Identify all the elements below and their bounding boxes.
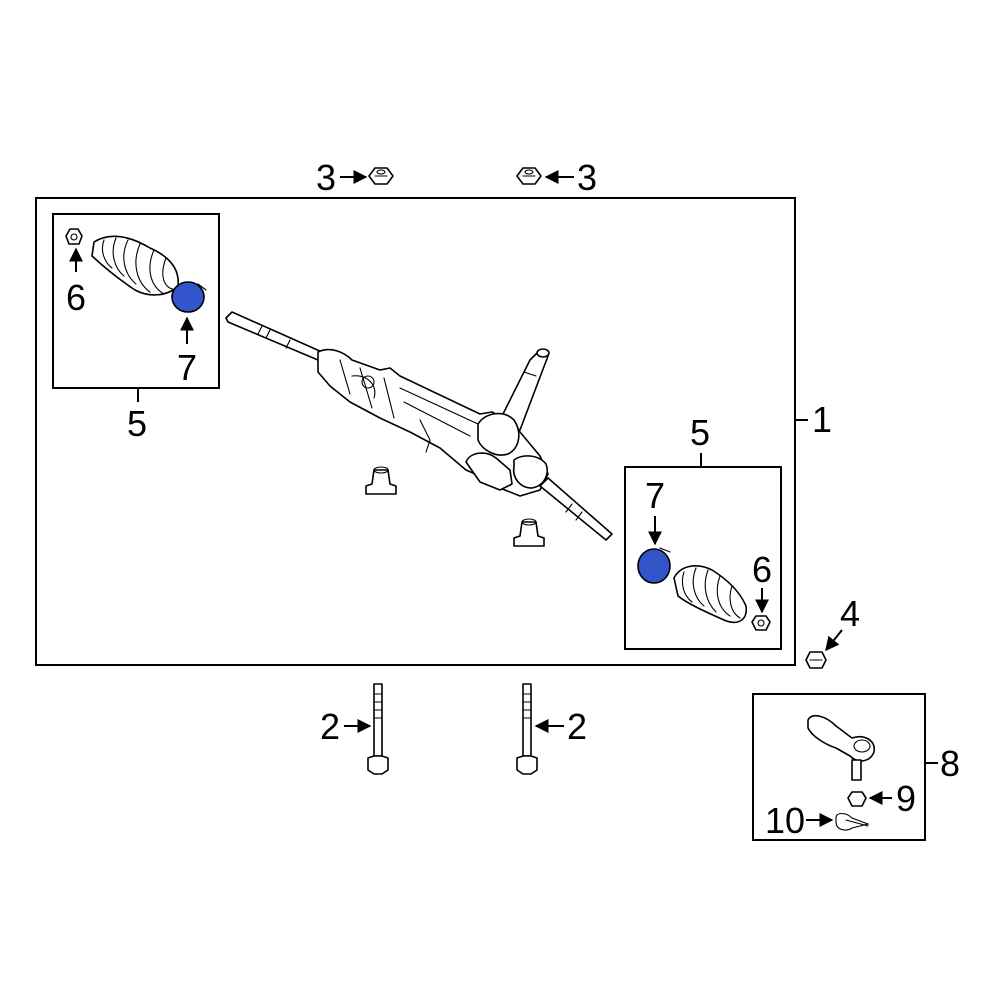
callout-3-left[interactable]: 3: [316, 157, 336, 198]
boot-seal-right[interactable]: [637, 547, 671, 584]
mount-bushing-left[interactable]: [365, 466, 397, 495]
steering-rack[interactable]: [225, 311, 613, 541]
tie-rod-end-nut[interactable]: [805, 651, 827, 669]
boot-kit-right-frame: [624, 466, 782, 650]
rack-boot-right[interactable]: [673, 565, 748, 624]
callout-7-right[interactable]: 7: [645, 475, 665, 516]
callout-8[interactable]: 8: [940, 743, 960, 784]
castle-nut[interactable]: [847, 791, 867, 807]
boot-clamp-right[interactable]: [751, 615, 771, 631]
tie-rod-end[interactable]: [807, 714, 875, 781]
mounting-bolt-left[interactable]: [367, 683, 389, 775]
tie-rod-end-frame: [752, 693, 926, 841]
mounting-nut-left[interactable]: [368, 167, 394, 185]
boot-seal-left[interactable]: [171, 281, 207, 313]
boot-kit-left-frame: [52, 213, 220, 389]
callout-6-left[interactable]: 6: [66, 277, 86, 318]
rack-boot-left[interactable]: [91, 235, 179, 296]
cotter-pin[interactable]: [835, 812, 870, 831]
callout-4[interactable]: 4: [840, 593, 860, 634]
mounting-nut-right[interactable]: [516, 167, 542, 185]
callout-5-left[interactable]: 5: [127, 403, 147, 444]
callout-2-left[interactable]: 2: [320, 706, 340, 747]
callout-3-right[interactable]: 3: [577, 157, 597, 198]
callout-7-left[interactable]: 7: [177, 347, 197, 388]
boot-clamp-left[interactable]: [65, 228, 83, 245]
mount-bushing-right[interactable]: [513, 518, 545, 547]
callout-10[interactable]: 10: [765, 800, 805, 841]
mounting-bolt-right[interactable]: [516, 683, 538, 775]
steering-gear-assembly-frame: [35, 197, 796, 666]
callout-9[interactable]: 9: [896, 778, 916, 819]
callout-5-right[interactable]: 5: [690, 412, 710, 453]
callout-2-right[interactable]: 2: [567, 706, 587, 747]
callout-1[interactable]: 1: [812, 399, 832, 440]
arrow-4: [825, 629, 843, 652]
callout-6-right[interactable]: 6: [752, 549, 772, 590]
